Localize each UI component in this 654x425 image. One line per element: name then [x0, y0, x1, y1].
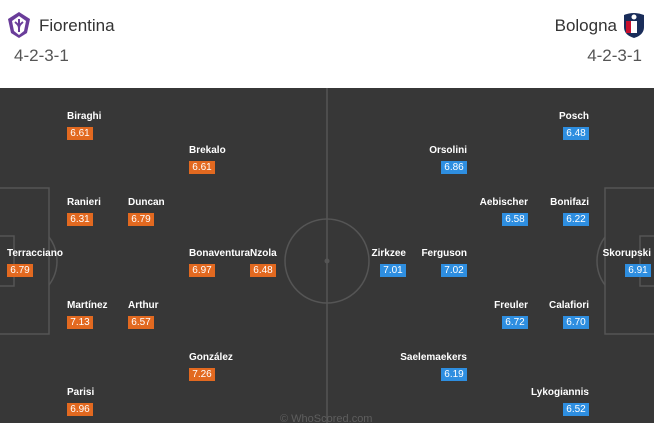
player-ferguson[interactable]: Ferguson 7.02: [421, 248, 467, 278]
player-name: Duncan: [128, 197, 165, 208]
player-name: Martínez: [67, 300, 108, 311]
player-name: Aebischer: [479, 197, 528, 208]
player-rating: 6.48: [563, 127, 589, 140]
player-rating: 6.70: [563, 316, 589, 329]
match-header: Fiorentina 4-2-3-1 Bologna 4-2-3-1: [0, 0, 654, 88]
pitch-lines: [0, 88, 654, 423]
bologna-crest-icon: [624, 13, 644, 38]
player-rating: 6.79: [7, 264, 33, 277]
player-lykogiannis[interactable]: Lykogiannis 6.52: [531, 387, 589, 417]
player-freuler[interactable]: Freuler 6.72: [494, 300, 528, 330]
player-name: Skorupski: [602, 248, 651, 259]
player-name: Bonaventura: [189, 248, 251, 259]
player-name: Bonifazi: [550, 197, 589, 208]
player-biraghi[interactable]: Biraghi 6.61: [67, 111, 101, 141]
player-bonifazi[interactable]: Bonifazi 6.22: [550, 197, 589, 227]
pitch: [0, 88, 654, 423]
player-rating: 6.61: [189, 161, 215, 174]
player-aebischer[interactable]: Aebischer 6.58: [480, 197, 528, 227]
player-brekalo[interactable]: Brekalo 6.61: [189, 145, 226, 175]
player-name: Biraghi: [67, 111, 102, 122]
fiorentina-crest-icon: [8, 12, 30, 38]
player-zirkzee[interactable]: Zirkzee 7.01: [372, 248, 406, 278]
player-name: Lykogiannis: [531, 387, 589, 398]
player-skorupski[interactable]: Skorupski 6.91: [603, 248, 651, 278]
player-calafiori[interactable]: Calafiori 6.70: [549, 300, 589, 330]
player-name: Brekalo: [189, 145, 226, 156]
player-rating: 7.02: [441, 264, 467, 277]
player-name: Nzola: [250, 248, 277, 259]
player-duncan[interactable]: Duncan 6.79: [128, 197, 165, 227]
away-formation: 4-2-3-1: [587, 46, 642, 65]
player-name: Parisi: [67, 387, 95, 398]
player-name: Arthur: [128, 300, 159, 311]
player-name: Freuler: [494, 300, 528, 311]
player-rating: 6.61: [67, 127, 93, 140]
player-name: Orsolini: [429, 145, 467, 156]
home-formation: 4-2-3-1: [14, 46, 69, 65]
player-name: Saelemaekers: [400, 352, 467, 363]
player-rating: 6.72: [502, 316, 528, 329]
player-name: González: [189, 352, 233, 363]
player-parisi[interactable]: Parisi 6.96: [67, 387, 94, 417]
player-rating: 7.13: [67, 316, 93, 329]
player-orsolini[interactable]: Orsolini 6.86: [429, 145, 467, 175]
player-martinez[interactable]: Martínez 7.13: [67, 300, 108, 330]
player-name: Posch: [558, 111, 589, 122]
player-name: Ranieri: [67, 197, 101, 208]
player-ranieri[interactable]: Ranieri 6.31: [67, 197, 101, 227]
player-name: Zirkzee: [371, 248, 406, 259]
player-rating: 6.79: [128, 213, 154, 226]
home-team-name[interactable]: Fiorentina: [39, 16, 115, 35]
player-posch[interactable]: Posch 6.48: [559, 111, 589, 141]
player-rating: 6.31: [67, 213, 93, 226]
player-arthur[interactable]: Arthur 6.57: [128, 300, 159, 330]
player-rating: 6.91: [625, 264, 651, 277]
player-terracciano[interactable]: Terracciano 6.79: [7, 248, 63, 278]
player-rating: 6.96: [67, 403, 93, 416]
player-rating: 6.22: [563, 213, 589, 226]
player-rating: 6.58: [502, 213, 528, 226]
player-bonaventura[interactable]: Bonaventura 6.97: [189, 248, 250, 278]
player-rating: 6.86: [441, 161, 467, 174]
player-rating: 6.19: [441, 368, 467, 381]
player-rating: 6.48: [250, 264, 276, 277]
player-gonzalez[interactable]: González 7.26: [189, 352, 233, 382]
watermark: © WhoScored.com: [280, 413, 373, 425]
player-name: Ferguson: [421, 248, 467, 259]
player-rating: 6.52: [563, 403, 589, 416]
player-rating: 7.26: [189, 368, 215, 381]
player-rating: 7.01: [380, 264, 406, 277]
player-name: Calafiori: [548, 300, 589, 311]
player-nzola[interactable]: Nzola 6.48: [250, 248, 277, 278]
player-saelemaekers[interactable]: Saelemaekers 6.19: [400, 352, 467, 382]
player-name: Terracciano: [7, 248, 63, 259]
player-rating: 6.97: [189, 264, 215, 277]
away-team-name[interactable]: Bologna: [554, 16, 617, 35]
player-rating: 6.57: [128, 316, 154, 329]
